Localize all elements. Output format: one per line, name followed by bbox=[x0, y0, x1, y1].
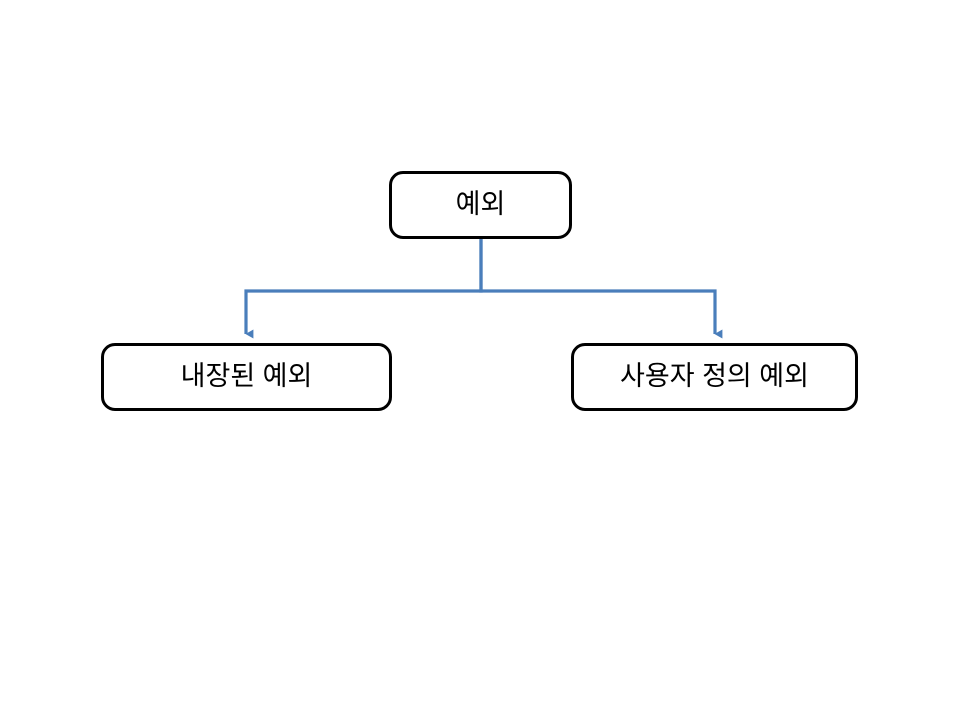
node-exception-root[interactable]: 예외 bbox=[389, 171, 572, 239]
node-builtin-exception[interactable]: 내장된 예외 bbox=[101, 343, 392, 411]
node-label-exception-root: 예외 bbox=[455, 189, 506, 220]
edge-root-to-builtin bbox=[244, 239, 483, 339]
node-label-builtin-exception: 내장된 예외 bbox=[180, 361, 313, 392]
edge-path-builtin bbox=[244, 239, 483, 339]
node-user-defined-exception[interactable]: 사용자 정의 예외 bbox=[571, 343, 858, 411]
node-label-user-defined-exception: 사용자 정의 예외 bbox=[620, 361, 809, 392]
edge-root-to-userdefined bbox=[479, 239, 723, 339]
edge-path-userdefined bbox=[479, 239, 723, 339]
